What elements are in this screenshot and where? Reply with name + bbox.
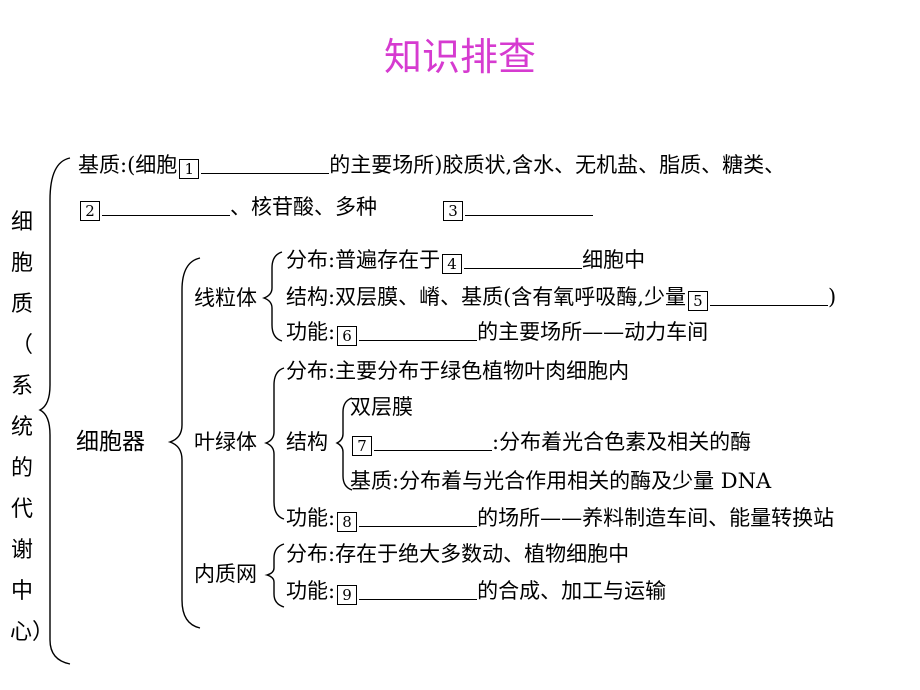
chloro-structure-label: 结构 <box>286 430 328 454</box>
chloro-membrane: 双层膜 <box>350 395 413 419</box>
blank-2[interactable] <box>102 214 230 216</box>
blank-number-5: 5 <box>687 291 708 311</box>
chloro-function: 功能:8 的场所——养料制造车间、能量转换站 <box>286 508 834 532</box>
cytoplasm-label-char: 系 <box>10 374 33 399</box>
blank-number-7: 7 <box>352 436 372 456</box>
blank-3[interactable] <box>465 214 593 216</box>
cytoplasm-label-char: 谢 <box>10 538 33 563</box>
cytoplasm-label-char: 胞 <box>10 251 33 276</box>
mito-func-text-b: 的主要场所——动力车间 <box>477 320 709 344</box>
chloro-struct-brace <box>335 397 353 491</box>
er-distribution: 分布:存在于绝大多数动、植物细胞中 <box>286 542 630 566</box>
er-func-text: 功能: <box>286 579 336 603</box>
mito-func-text: 功能: <box>286 320 336 344</box>
blank-number-6: 6 <box>337 326 358 346</box>
mito-dist-text: 分布:普遍存在于 <box>286 248 441 272</box>
blank-number-1: 1 <box>179 159 200 179</box>
cytoplasm-label-char: 质 <box>10 292 33 317</box>
matrix-text-a: 基质:(细胞 <box>78 153 178 177</box>
chloro-thylakoid: 7 :分布着光合色素及相关的酶 <box>350 432 751 456</box>
page-title: 知识排查 <box>383 35 536 79</box>
er-label: 内质网 <box>194 562 257 586</box>
mito-dist-text-b: 细胞中 <box>582 248 646 272</box>
cytoplasm-label-char: 中 <box>10 579 33 604</box>
organelles-label: 细胞器 <box>76 429 145 455</box>
chloro-func-text-b: 的场所——养料制造车间、能量转换站 <box>477 506 835 530</box>
matrix-line-2: 2 、核苷酸、多种 3 <box>78 197 593 221</box>
chloro-stroma: 基质:分布着与光合作用相关的酶及少量 DNA <box>350 469 772 493</box>
mito-brace <box>262 251 283 342</box>
chloro-distribution: 分布:主要分布于绿色植物叶肉细胞内 <box>286 359 630 383</box>
mito-function: 功能:6 的主要场所——动力车间 <box>286 322 708 346</box>
cytoplasm-label-char: 统 <box>10 415 33 440</box>
chloro-thylakoid-text: :分布着光合色素及相关的酶 <box>492 430 752 454</box>
cytoplasm-label-char: 心） <box>10 620 55 645</box>
blank-8[interactable] <box>359 525 478 527</box>
blank-number-4: 4 <box>442 254 463 274</box>
cytoplasm-label-char: 细 <box>10 210 33 235</box>
blank-1[interactable] <box>201 172 330 174</box>
blank-5[interactable] <box>709 304 828 306</box>
er-function: 功能:9 的合成、加工与运输 <box>286 581 666 605</box>
cytoplasm-label-char: 的 <box>10 456 33 481</box>
blank-4[interactable] <box>464 267 583 269</box>
cytoplasm-label-char: 代 <box>10 497 33 522</box>
blank-6[interactable] <box>359 339 478 341</box>
chloroplast-label: 叶绿体 <box>194 430 257 454</box>
blank-number-8: 8 <box>337 512 358 532</box>
mitochondria-label: 线粒体 <box>194 286 257 310</box>
chloro-brace <box>264 367 285 520</box>
matrix-text-b: 的主要场所)胶质状,含水、无机盐、脂质、糖类、 <box>329 153 786 177</box>
er-func-text-b: 的合成、加工与运输 <box>477 579 667 603</box>
blank-number-9: 9 <box>337 585 358 605</box>
outer-brace <box>38 157 71 665</box>
organelle-brace <box>167 257 201 629</box>
cytoplasm-label-char: （ <box>10 333 33 358</box>
chloro-func-text: 功能: <box>286 506 336 530</box>
blank-9[interactable] <box>359 598 478 600</box>
er-brace <box>264 543 285 608</box>
mito-struct-text: 结构:双层膜、嵴、基质(含有氧呼吸酶,少量 <box>286 285 686 309</box>
blank-7[interactable] <box>374 449 492 451</box>
matrix-text-c: 、核苷酸、多种 <box>230 195 377 219</box>
blank-number-3: 3 <box>443 201 463 221</box>
mito-struct-text-b: ) <box>827 285 837 309</box>
blank-number-2: 2 <box>80 201 100 221</box>
